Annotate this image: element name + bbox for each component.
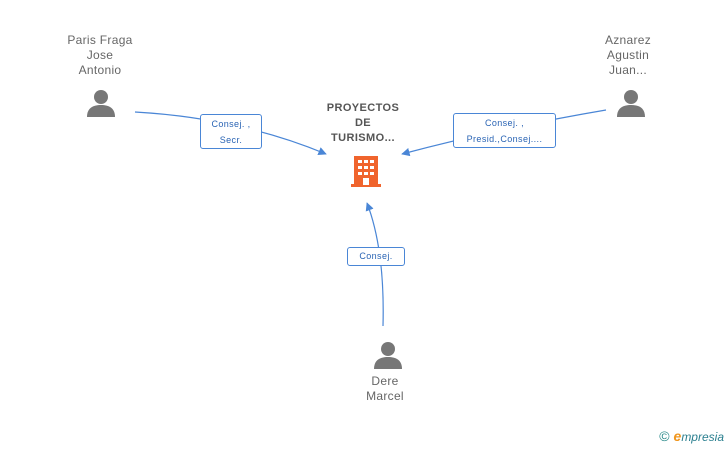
person-name-line: Aznarez xyxy=(604,33,652,47)
edge-label-line: Secr. xyxy=(219,135,243,145)
company-name-line: DE xyxy=(354,117,372,129)
person-name-line: Marcel xyxy=(366,389,404,403)
person-icon[interactable] xyxy=(373,340,403,370)
person-icon[interactable] xyxy=(616,88,646,118)
edge-label-line: Consej. , xyxy=(211,119,251,129)
person-name-line: Dere xyxy=(371,374,399,388)
company-name-line: TURISMO... xyxy=(331,132,395,144)
edge-label-aznarez[interactable]: Consej. , Presid.,Consej.... xyxy=(453,113,556,148)
person-icon[interactable] xyxy=(86,88,116,118)
person-name-aznarez[interactable]: Aznarez Agustin Juan... xyxy=(568,33,688,78)
edge-label-dere[interactable]: Consej. xyxy=(347,247,405,266)
copyright-symbol: © xyxy=(659,428,670,444)
person-name-line: Juan... xyxy=(608,63,648,77)
person-name-dere[interactable]: Dere Marcel xyxy=(325,374,445,404)
edge-label-line: Consej. xyxy=(359,251,393,261)
edge-label-line: Consej. , xyxy=(484,118,525,128)
empresia-watermark: © empresia xyxy=(659,428,724,444)
brand-initial: e xyxy=(673,428,682,444)
company-name-line: PROYECTOS xyxy=(326,102,400,114)
person-name-line: Paris Fraga xyxy=(67,33,133,47)
person-name-line: Antonio xyxy=(78,63,122,77)
person-name-line: Agustin xyxy=(606,48,650,62)
edge-label-line: Presid.,Consej.... xyxy=(466,134,543,144)
building-icon[interactable] xyxy=(351,154,381,188)
person-name-line: Jose xyxy=(86,48,114,62)
empresia-logo: empresia xyxy=(674,428,724,444)
company-name[interactable]: PROYECTOS DE TURISMO... xyxy=(303,101,423,146)
edge-label-paris[interactable]: Consej. , Secr. xyxy=(200,114,262,149)
brand-rest: mpresia xyxy=(681,430,724,444)
person-name-paris[interactable]: Paris Fraga Jose Antonio xyxy=(40,33,160,78)
